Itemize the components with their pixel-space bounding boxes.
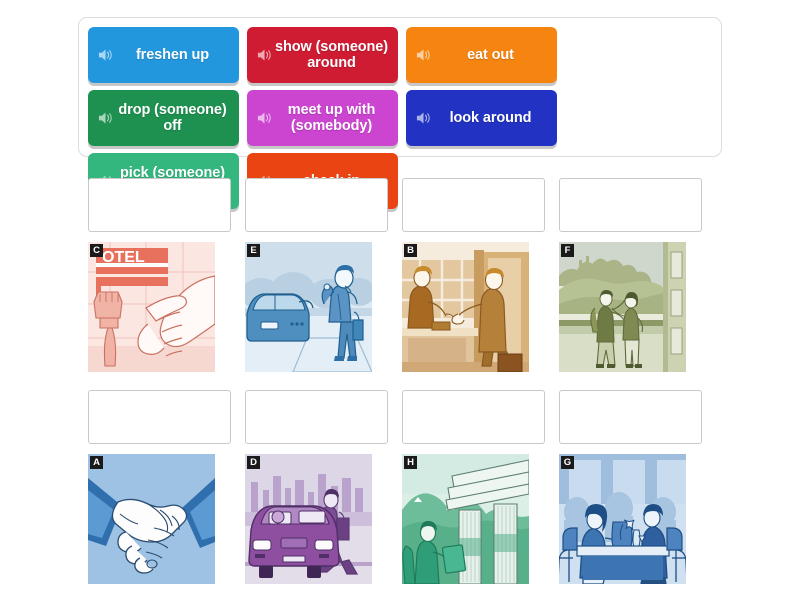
word-tile-eat-out[interactable]: eat out <box>406 27 557 83</box>
word-tile-label: eat out <box>467 47 514 63</box>
picture-two-people-talking-street: F <box>559 242 686 372</box>
word-bank: freshen up show (someone) around eat out… <box>78 17 722 209</box>
answer-cell-g: G <box>559 390 702 584</box>
picture-man-entering-car-city: D <box>245 454 372 584</box>
dropzone-c[interactable] <box>88 178 231 232</box>
picture-man-waving-by-car: E <box>245 242 372 372</box>
picture-badge: C <box>90 244 103 257</box>
picture-handshake: A <box>88 454 215 584</box>
answer-cell-a: A <box>88 390 231 584</box>
answer-cell-b: B <box>402 178 545 372</box>
word-tile-meet-up-with-somebody[interactable]: meet up with (somebody) <box>247 90 398 146</box>
dropzone-g[interactable] <box>559 390 702 444</box>
picture-badge: E <box>247 244 260 257</box>
speaker-icon[interactable] <box>416 48 431 62</box>
answer-cell-d: D <box>245 390 388 584</box>
word-tile-drop-someone-off[interactable]: drop (someone) off <box>88 90 239 146</box>
word-tile-label: show (someone) around <box>274 39 388 71</box>
speaker-icon[interactable] <box>98 111 113 125</box>
picture-badge: A <box>90 456 103 469</box>
picture-tourist-at-ruins: H <box>402 454 529 584</box>
word-tile-look-around[interactable]: look around <box>406 90 557 146</box>
answer-cell-h: H <box>402 390 545 584</box>
dropzone-f[interactable] <box>559 178 702 232</box>
answer-cell-c: C OTEL <box>88 178 231 372</box>
dropzone-d[interactable] <box>245 390 388 444</box>
dropzone-a[interactable] <box>88 390 231 444</box>
word-tile-label: freshen up <box>135 47 210 63</box>
word-tile-label: drop (someone) off <box>118 102 227 134</box>
word-tile-freshen-up[interactable]: freshen up <box>88 27 239 83</box>
dropzone-b[interactable] <box>402 178 545 232</box>
picture-badge: G <box>561 456 574 469</box>
picture-hands-washing-hotel: C OTEL <box>88 242 215 372</box>
picture-hotel-reception-desk: B <box>402 242 529 372</box>
picture-badge: F <box>561 244 574 257</box>
dropzone-e[interactable] <box>245 178 388 232</box>
answer-cell-e: E <box>245 178 388 372</box>
answer-row: C OTEL <box>88 178 718 372</box>
speaker-icon[interactable] <box>257 48 272 62</box>
speaker-icon[interactable] <box>416 111 431 125</box>
speaker-icon[interactable] <box>98 48 113 62</box>
speaker-icon[interactable] <box>257 111 272 125</box>
picture-badge: H <box>404 456 417 469</box>
word-tile-label: meet up with (somebody) <box>287 102 376 134</box>
dropzone-h[interactable] <box>402 390 545 444</box>
picture-badge: D <box>247 456 260 469</box>
word-tile-show-someone-around[interactable]: show (someone) around <box>247 27 398 83</box>
answer-cell-f: F <box>559 178 702 372</box>
picture-couple-dining-restaurant: G <box>559 454 686 584</box>
answer-grid: C OTEL <box>88 178 718 600</box>
word-tile-label: look around <box>449 110 532 126</box>
picture-badge: B <box>404 244 417 257</box>
answer-row: A <box>88 390 718 584</box>
svg-text:OTEL: OTEL <box>102 249 145 266</box>
